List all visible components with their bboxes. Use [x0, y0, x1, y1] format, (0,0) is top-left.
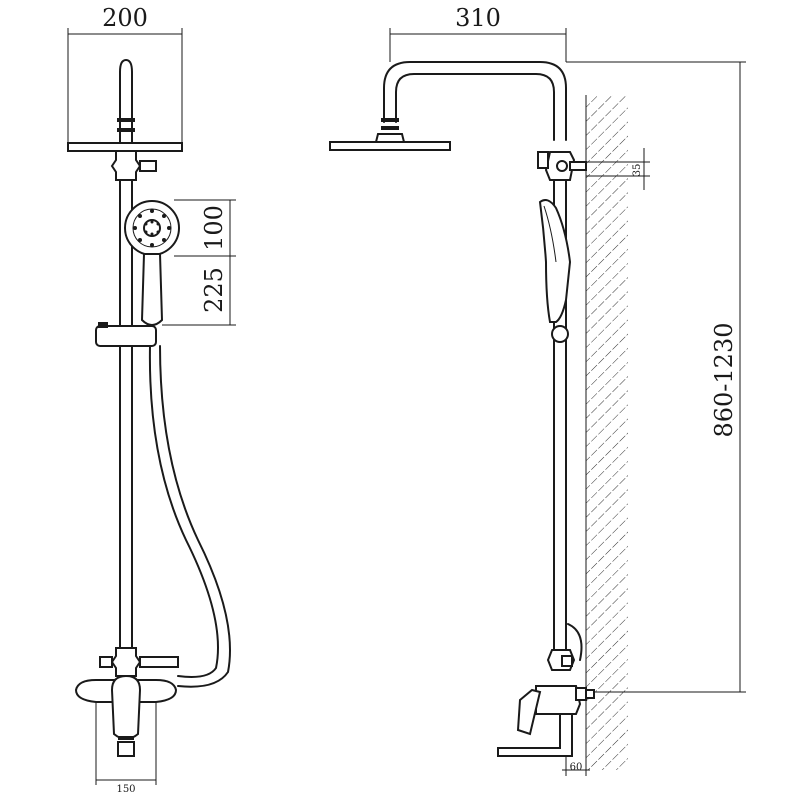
dimension-height-range: 860-1230: [566, 61, 746, 693]
dimension-wall-gap: 60: [562, 756, 590, 776]
dim-label-60: 60: [570, 762, 583, 773]
mixer-lever-side: [516, 688, 542, 736]
gooseneck-arm-inner: [395, 73, 555, 141]
spray-nozzles: [133, 209, 171, 247]
dimension-head-width: 200: [67, 4, 183, 145]
mixer-lever-front: [110, 674, 142, 740]
mixer-body-side: [535, 685, 582, 715]
side-view: 310 35 860-1230: [329, 4, 746, 776]
slide-bracket-front: [95, 325, 157, 347]
top-diverter-front: [110, 150, 142, 181]
wall-hatching: [586, 95, 628, 770]
hose-inner: [159, 345, 231, 688]
spout-outlet-front: [117, 741, 135, 757]
dimension-bracket-offset: 35: [586, 148, 650, 190]
wall-bracket-top: [569, 161, 587, 171]
bath-spout-side: [497, 713, 573, 757]
dim-label-150: 150: [116, 784, 135, 795]
hose-side: [567, 623, 583, 661]
lower-diverter-front: [110, 647, 142, 677]
front-view: 200: [67, 4, 236, 795]
hand-shower-handle: [140, 253, 164, 326]
diverter-knob-front: [139, 160, 157, 172]
diverter-knob-side: [537, 151, 549, 169]
dim-label-860-1230: 860-1230: [710, 323, 738, 438]
dimension-spout: 150: [95, 702, 157, 795]
dimension-hand-head: 100: [174, 199, 236, 257]
hand-shower-front: [124, 200, 180, 326]
rain-shower-head-side: [329, 141, 451, 151]
dim-label-200: 200: [102, 4, 148, 32]
gooseneck-arm-outer: [383, 61, 567, 141]
rain-shower-head-front: [67, 142, 183, 152]
hand-shower-side: [538, 199, 572, 323]
shower-arm-front: [119, 59, 133, 144]
dimension-hand-length: 225: [162, 256, 236, 326]
wall-connector: [585, 689, 595, 699]
arm-nut-front: [117, 118, 135, 122]
dimension-arm-reach: 310: [389, 4, 567, 62]
hose-outer: [148, 345, 219, 678]
dim-label-100: 100: [200, 205, 228, 251]
dim-label-310: 310: [455, 4, 501, 32]
slide-bracket-side: [551, 325, 569, 343]
dim-label-225: 225: [200, 267, 228, 313]
dim-label-35: 35: [632, 164, 643, 177]
